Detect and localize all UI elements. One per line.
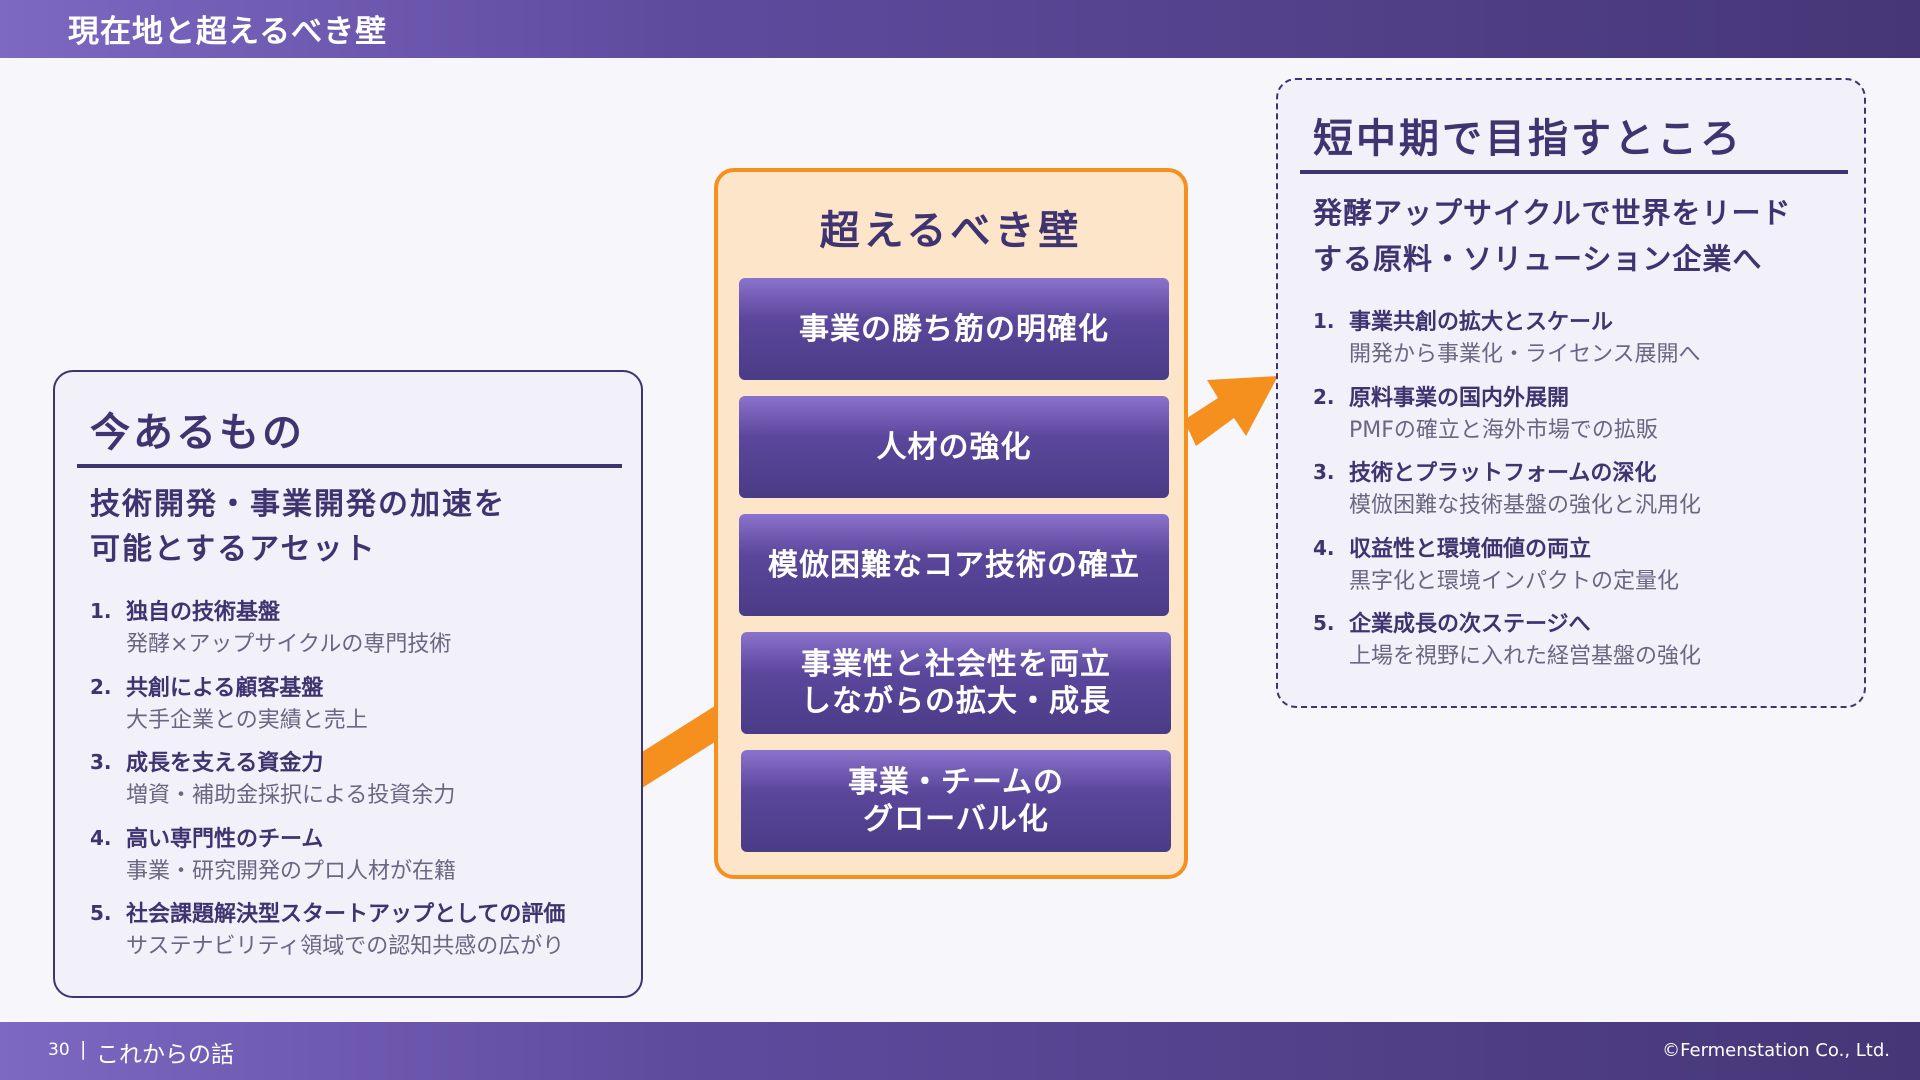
item-title: 共創による顧客基盤 [126,675,324,701]
wall-block-talent: 人材の強化 [739,396,1169,498]
header-bar: 現在地と超えるべき壁 [0,0,1920,58]
subtitle-line: 技術開発・事業開発の加速を [90,487,506,522]
current-assets-heading: 今あるもの [90,410,305,456]
wall-label: 事業の勝ち筋の明確化 [799,311,1109,347]
goals-panel: 短中期で目指すところ 発酵アップサイクルで世界をリード する原料・ソリューション… [1276,78,1866,708]
center-to-right-arrow-icon [1184,376,1278,446]
wall-label: 模倣困難なコア技術の確立 [768,547,1140,583]
item-description: 開発から事業化・ライセンス展開へ [1349,342,1701,367]
item-description: 発酵×アップサイクルの専門技術 [126,632,452,657]
item-description: 上場を視野に入れた経営基盤の強化 [1349,644,1702,669]
list-item: 5. 企業成長の次ステージへ 上場を視野に入れた経営基盤の強化 [1313,609,1853,685]
goals-heading: 短中期で目指すところ [1313,116,1743,162]
item-number: 4. [1313,535,1335,560]
item-number: 2. [90,674,112,699]
wall-block-growth: 事業性と社会性を両立 しながらの拡大・成長 [741,632,1171,734]
list-item: 4. 収益性と環境価値の両立 黒字化と環境インパクトの定量化 [1313,534,1853,610]
item-number: 5. [90,901,112,925]
list-item: 3. 成長を支える資金力 増資・補助金採択による投資余力 [90,748,630,824]
page-number: 30 [48,1040,70,1060]
item-description: 模倣困難な技術基盤の強化と汎用化 [1349,493,1702,518]
list-item: 4. 高い専門性のチーム 事業・研究開発のプロ人材が在籍 [90,824,630,900]
item-description: 増資・補助金採択による投資余力 [126,783,456,808]
wall-label-line: 事業性と社会性を両立 [801,647,1111,682]
list-item: 3. 技術とプラットフォームの深化 模倣困難な技術基盤の強化と汎用化 [1313,458,1853,534]
walls-heading: 超えるべき壁 [819,208,1083,254]
wall-label: 人材の強化 [876,429,1032,465]
section-name: これからの話 [96,1042,234,1068]
slide-title: 現在地と超えるべき壁 [68,14,388,50]
item-number: 2. [1313,384,1335,409]
wall-block-global: 事業・チームの グローバル化 [741,750,1171,852]
item-number: 3. [1313,460,1335,484]
heading-divider [1300,170,1848,174]
list-item: 5. 社会課題解決型スタートアップとしての評価 サステナビリティ領域での認知共感… [90,899,630,975]
list-item: 1. 独自の技術基盤 発酵×アップサイクルの専門技術 [90,597,630,673]
item-description: 事業・研究開発のプロ人材が在籍 [126,858,457,884]
current-assets-subtitle: 技術開発・事業開発の加速を 可能とするアセット [90,482,610,572]
wall-block-strategy: 事業の勝ち筋の明確化 [739,278,1169,380]
walls-panel: 超えるべき壁 事業の勝ち筋の明確化 人材の強化 模倣困難なコア技術の確立 事業性… [714,168,1188,879]
item-description: サステナビリティ領域での認知共感の広がり [126,934,565,959]
heading-divider [77,464,622,468]
left-to-center-arrow [642,704,718,788]
item-description: 黒字化と環境インパクトの定量化 [1349,568,1680,594]
item-title: 成長を支える資金力 [126,751,324,776]
subtitle-line: 可能とするアセット [90,532,377,567]
item-title: 独自の技術基盤 [126,600,281,625]
item-title: 事業共創の拡大とスケール [1349,310,1614,335]
current-assets-list: 1. 独自の技術基盤 発酵×アップサイクルの専門技術 2. 共創による顧客基盤 … [90,597,630,975]
footer-separator: | [80,1038,87,1060]
subtitle-line: 発酵アップサイクルで世界をリード [1313,196,1792,230]
item-title: 社会課題解決型スタートアップとしての評価 [126,902,566,927]
item-title: 原料事業の国内外展開 [1349,385,1570,411]
item-title: 収益性と環境価値の両立 [1349,536,1592,562]
item-title: 企業成長の次ステージへ [1349,612,1591,637]
item-number: 5. [1313,611,1335,635]
wall-label-line: グローバル化 [863,802,1049,837]
goals-subtitle: 発酵アップサイクルで世界をリード する原料・ソリューション企業へ [1313,190,1843,282]
subtitle-line: する原料・ソリューション企業へ [1313,242,1763,276]
item-number: 1. [1313,309,1335,333]
footer-bar: 30 | これからの話 ©Fermenstation Co., Ltd. [0,1022,1920,1080]
item-title: 高い専門性のチーム [126,826,324,852]
wall-label-line: しながらの拡大・成長 [801,684,1111,719]
item-description: PMFの確立と海外市場での拡販 [1349,417,1658,443]
list-item: 2. 共創による顧客基盤 大手企業との実績と売上 [90,673,630,749]
item-number: 4. [90,825,112,850]
item-title: 技術とプラットフォームの深化 [1349,461,1657,486]
goals-list: 1. 事業共創の拡大とスケール 開発から事業化・ライセンス展開へ 2. 原料事業… [1313,307,1853,685]
wall-block-core-tech: 模倣困難なコア技術の確立 [739,514,1169,616]
item-number: 1. [90,599,112,623]
current-assets-panel: 今あるもの 技術開発・事業開発の加速を 可能とするアセット 1. 独自の技術基盤… [53,370,643,998]
item-description: 大手企業との実績と売上 [126,707,368,733]
item-number: 3. [90,750,112,774]
list-item: 1. 事業共創の拡大とスケール 開発から事業化・ライセンス展開へ [1313,307,1853,383]
copyright: ©Fermenstation Co., Ltd. [1662,1040,1890,1061]
list-item: 2. 原料事業の国内外展開 PMFの確立と海外市場での拡販 [1313,383,1853,459]
wall-label-line: 事業・チームの [847,765,1065,800]
